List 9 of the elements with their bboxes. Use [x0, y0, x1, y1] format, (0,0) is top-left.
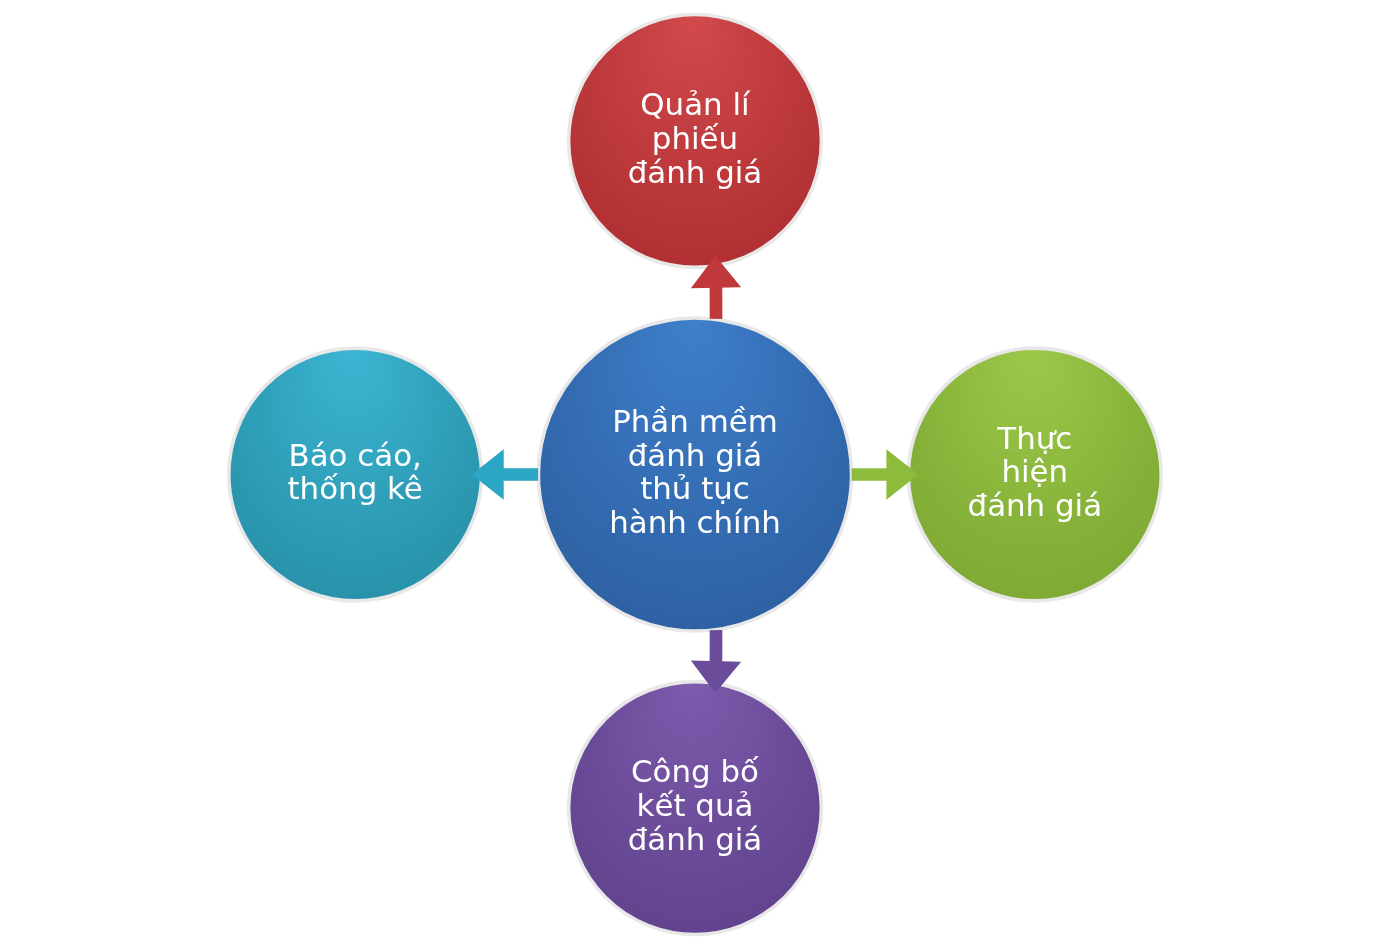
arrow [851, 448, 919, 500]
node-circle: Thực hiện đánh giá [906, 345, 1163, 603]
arrow [471, 448, 539, 500]
node-circle: Phần mềm đánh giá thủ tục hành chính [536, 315, 854, 633]
arrow [690, 629, 742, 693]
arrow [690, 255, 742, 319]
node-circle: Quản lí phiếu đánh giá [566, 12, 824, 269]
node-circle: Công bố kết quả đánh giá [566, 679, 824, 936]
node-circle: Báo cáo, thống kê [227, 345, 484, 603]
